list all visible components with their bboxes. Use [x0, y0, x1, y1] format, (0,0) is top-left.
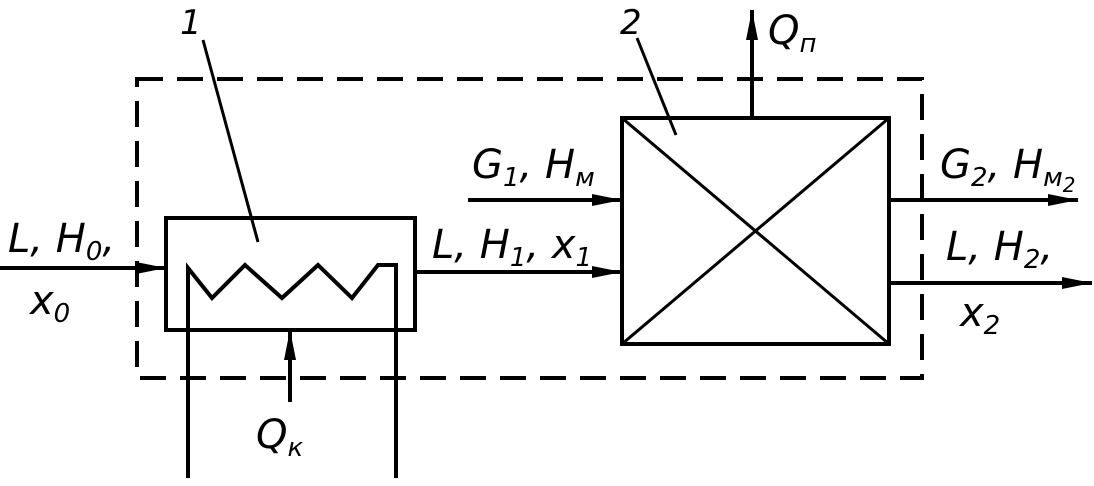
dryer-body: [620, 116, 891, 346]
air-outlet-moisture-label: x2: [958, 290, 1000, 341]
air-outlet-label: L, H2,: [946, 224, 1053, 275]
heater-body: [164, 216, 417, 332]
control-volume-boundary: [135, 77, 924, 380]
dryer-number-label: 2: [620, 3, 642, 43]
heater-leader-line: [201, 39, 260, 243]
dryer-chamber: [620, 116, 891, 346]
material-outlet-label: G2, Hм2: [940, 142, 1075, 197]
dryer-leader-line: [635, 37, 678, 136]
heater-number-label: 1: [180, 3, 202, 43]
heat-loss-label: Qп: [768, 8, 816, 59]
material-inlet-label: G1, Hм: [472, 142, 595, 193]
heating-coil: [186, 262, 398, 330]
air-inlet-moisture-label: x0: [28, 278, 70, 329]
air-inlet-label: L, H0,: [8, 216, 115, 267]
heater-outlet-label: L, H1, x1: [432, 222, 592, 273]
heat-input-label: Qк: [256, 412, 303, 463]
dryer-diagonal-2: [621, 116, 890, 346]
